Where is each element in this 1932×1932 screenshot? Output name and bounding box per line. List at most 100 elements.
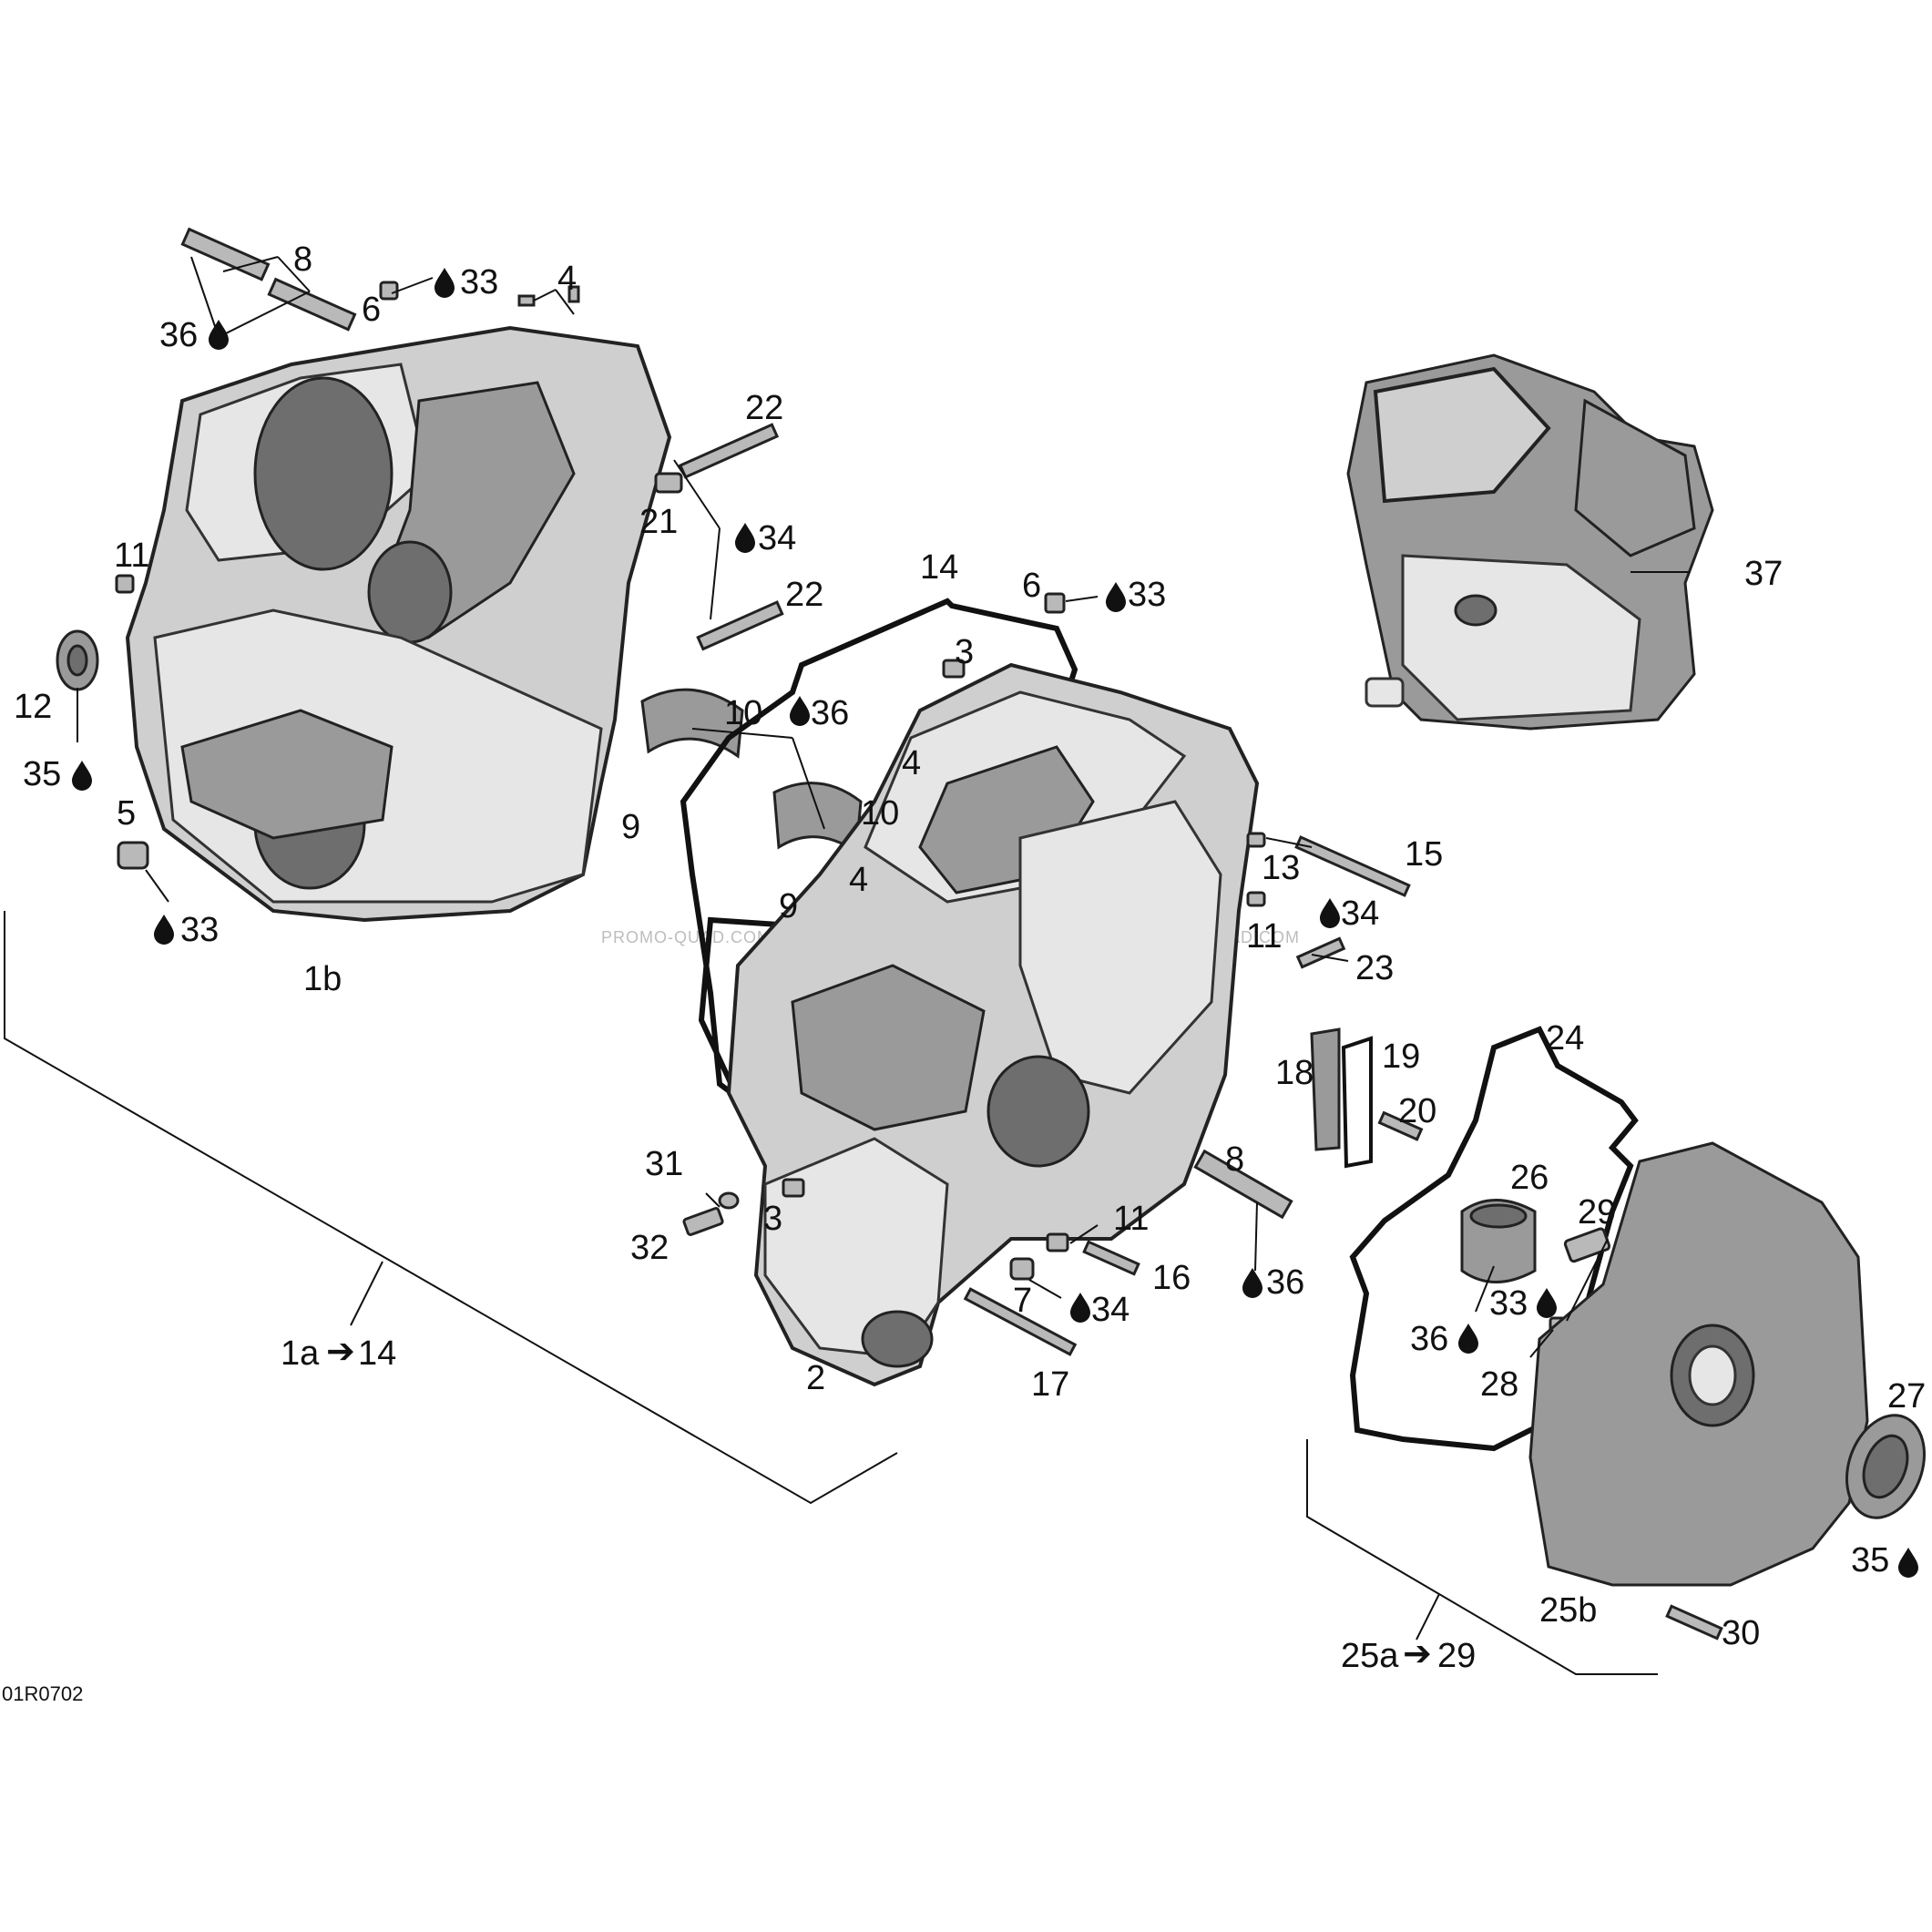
plug-6 [379, 281, 399, 301]
dowel-pin-8 [180, 227, 271, 281]
label-9: 9 [621, 808, 640, 846]
label-3: 3 [955, 633, 974, 671]
range-label-end: 29 [1437, 1637, 1476, 1675]
label-28: 28 [1480, 1365, 1518, 1404]
label-36: 36 [1410, 1320, 1448, 1358]
label-5: 5 [117, 794, 136, 833]
rod-22 [696, 600, 784, 651]
engine-assembly-37 [1346, 353, 1714, 731]
label-16: 16 [1152, 1259, 1191, 1297]
label-13: 13 [1262, 849, 1300, 887]
dowel-pin-8 [1193, 1149, 1293, 1220]
plug-6 [1044, 592, 1066, 614]
label-23: 23 [1355, 949, 1394, 987]
label-10: 10 [724, 694, 762, 732]
washer-31 [718, 1191, 740, 1210]
range-label-start: 1a [281, 1334, 320, 1373]
label-33: 33 [1128, 576, 1166, 614]
label-14: 14 [920, 548, 958, 587]
range-bracket-1a [4, 911, 898, 1505]
label-34: 34 [1341, 894, 1379, 933]
label-29: 29 [1578, 1193, 1616, 1232]
label-8: 8 [293, 240, 312, 279]
label-34: 34 [1091, 1291, 1130, 1329]
label-26: 26 [1510, 1159, 1549, 1197]
plug-5 [117, 841, 149, 870]
label-11: 11 [1113, 1200, 1149, 1238]
label-10: 10 [861, 794, 899, 833]
watermark: PROMO-QUAD.COM [601, 928, 772, 946]
range-bracket-25a [1306, 1439, 1658, 1675]
bolt-16 [1082, 1240, 1140, 1276]
dowel-3 [782, 1178, 805, 1198]
label-25b: 25b [1539, 1591, 1597, 1630]
label-36: 36 [811, 694, 849, 732]
label-37: 37 [1744, 555, 1783, 593]
label-6: 6 [1022, 567, 1041, 605]
label-24: 24 [1546, 1019, 1584, 1058]
pin-21 [654, 472, 683, 494]
bolt-17 [963, 1287, 1078, 1356]
part-labels: 8 33 4 6 36 22 21 34 22 11 12 35 5 33 1b… [2, 240, 1926, 1705]
cover-25b [1528, 1141, 1869, 1587]
label-20: 20 [1398, 1092, 1436, 1130]
pin-4 [517, 294, 536, 307]
label-33: 33 [460, 263, 498, 302]
label-22: 22 [745, 389, 783, 427]
pin-23 [1295, 936, 1346, 969]
label-11: 11 [114, 537, 149, 575]
label-35: 35 [23, 755, 61, 793]
label-15: 15 [1405, 835, 1443, 874]
dowel-pin-8 [267, 277, 357, 332]
label-22: 22 [785, 576, 823, 614]
pin-29 [1563, 1227, 1611, 1263]
label-30: 30 [1722, 1614, 1760, 1652]
rod-22 [678, 423, 780, 479]
bolt-15 [1294, 835, 1411, 897]
label-18: 18 [1275, 1054, 1314, 1092]
plate-18 [1310, 1027, 1341, 1151]
label-33: 33 [180, 911, 219, 949]
label-33: 33 [1489, 1284, 1528, 1323]
label-4: 4 [902, 744, 921, 782]
label-3: 3 [763, 1200, 782, 1238]
label-9: 9 [779, 887, 798, 925]
label-35: 35 [1851, 1541, 1889, 1579]
range-label-start: 25a [1341, 1637, 1399, 1675]
drawing-code: 01R0702 [2, 1682, 83, 1705]
bolt-30 [1665, 1604, 1723, 1641]
label-4: 4 [849, 861, 868, 899]
label-17: 17 [1031, 1365, 1069, 1404]
bolt-20 [1377, 1110, 1424, 1141]
dowel-3 [942, 659, 966, 679]
label-4: 4 [557, 260, 577, 298]
dowel-11 [1046, 1232, 1069, 1252]
label-31: 31 [645, 1145, 683, 1183]
right-arrow-icon: ➔ [326, 1333, 355, 1371]
label-34: 34 [758, 519, 796, 557]
label-36: 36 [1266, 1263, 1304, 1302]
dowel-11 [115, 574, 135, 594]
label-21: 21 [639, 503, 678, 541]
dowel-13 [1246, 832, 1266, 848]
bolt-32 [682, 1207, 724, 1236]
pin-4 [567, 285, 580, 303]
crankcase-half-2 [726, 662, 1260, 1387]
gasket-19 [1341, 1036, 1373, 1169]
label-12: 12 [14, 688, 52, 726]
label-27: 27 [1887, 1377, 1926, 1416]
label-1b: 1b [303, 960, 342, 998]
label-32: 32 [630, 1229, 669, 1267]
label-36: 36 [159, 316, 198, 354]
right-arrow-icon: ➔ [1403, 1635, 1432, 1673]
dowel-11 [1246, 891, 1266, 907]
plug-7 [1009, 1257, 1035, 1281]
crankcase-half-1b [125, 325, 672, 923]
label-11: 11 [1246, 917, 1282, 956]
label-2: 2 [806, 1359, 825, 1397]
label-8: 8 [1225, 1140, 1244, 1179]
label-7: 7 [1013, 1282, 1032, 1320]
range-label-end: 14 [358, 1334, 396, 1373]
label-19: 19 [1382, 1038, 1420, 1076]
